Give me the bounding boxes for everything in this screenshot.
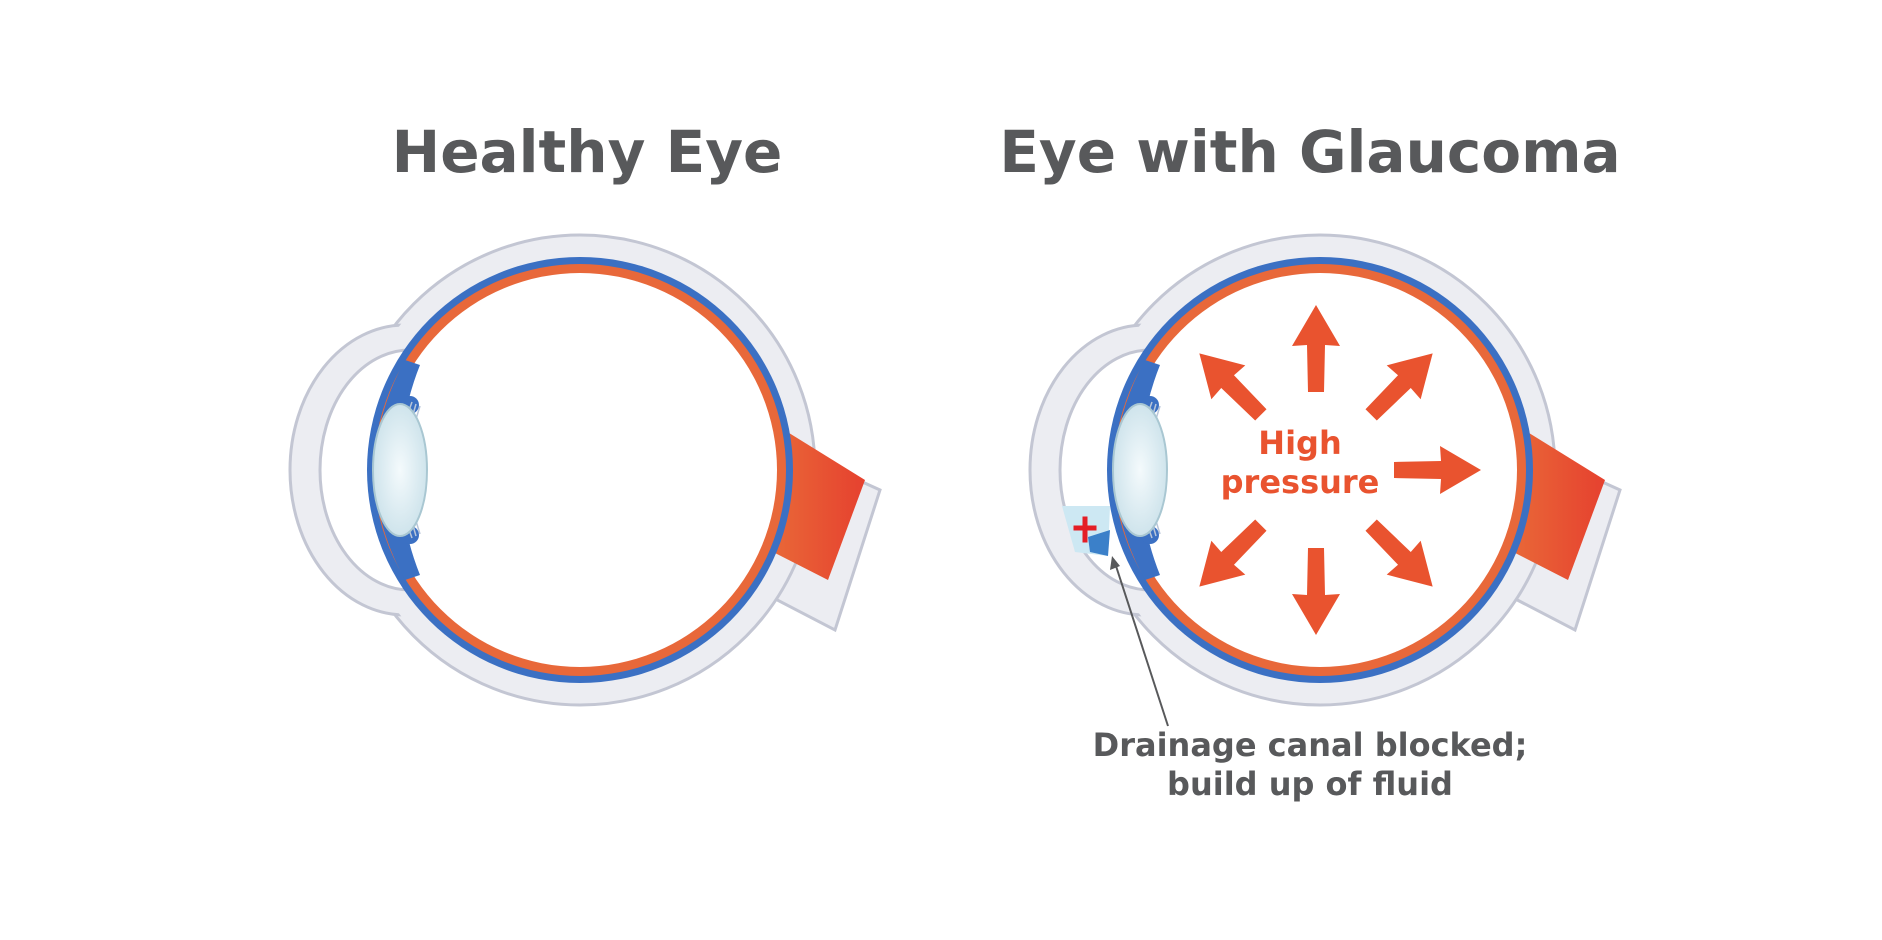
drainage-canal bbox=[1088, 530, 1110, 556]
healthy-eye bbox=[288, 233, 882, 707]
pressure-arrow-up bbox=[1292, 305, 1340, 392]
pressure-label-line2: pressure bbox=[1220, 463, 1380, 501]
pressure-arrow-right bbox=[1394, 446, 1481, 494]
pressure-arrows bbox=[1199, 305, 1481, 635]
pressure-arrow-down-right bbox=[1365, 519, 1433, 587]
glaucoma-eye-title: Eye with Glaucoma bbox=[999, 118, 1621, 186]
healthy-eye-title: Healthy Eye bbox=[391, 118, 783, 186]
pressure-arrow-down bbox=[1292, 548, 1340, 635]
drainage-label: Drainage canal blocked; build up of flui… bbox=[1010, 726, 1610, 804]
drainage-label-line2: build up of fluid bbox=[1167, 765, 1453, 803]
pressure-arrow-up-left bbox=[1199, 353, 1267, 421]
pressure-arrow-up-right bbox=[1365, 353, 1433, 421]
blocked-cross-icon bbox=[1073, 516, 1097, 543]
drainage-label-line1: Drainage canal blocked; bbox=[1092, 726, 1528, 764]
pressure-label-line1: High bbox=[1258, 424, 1342, 462]
drainage-pointer-arrowhead bbox=[1110, 556, 1120, 570]
drainage-pointer-line bbox=[1115, 565, 1169, 727]
high-pressure-label: High pressure bbox=[1150, 424, 1450, 502]
pressure-arrow-down-left bbox=[1199, 519, 1267, 587]
